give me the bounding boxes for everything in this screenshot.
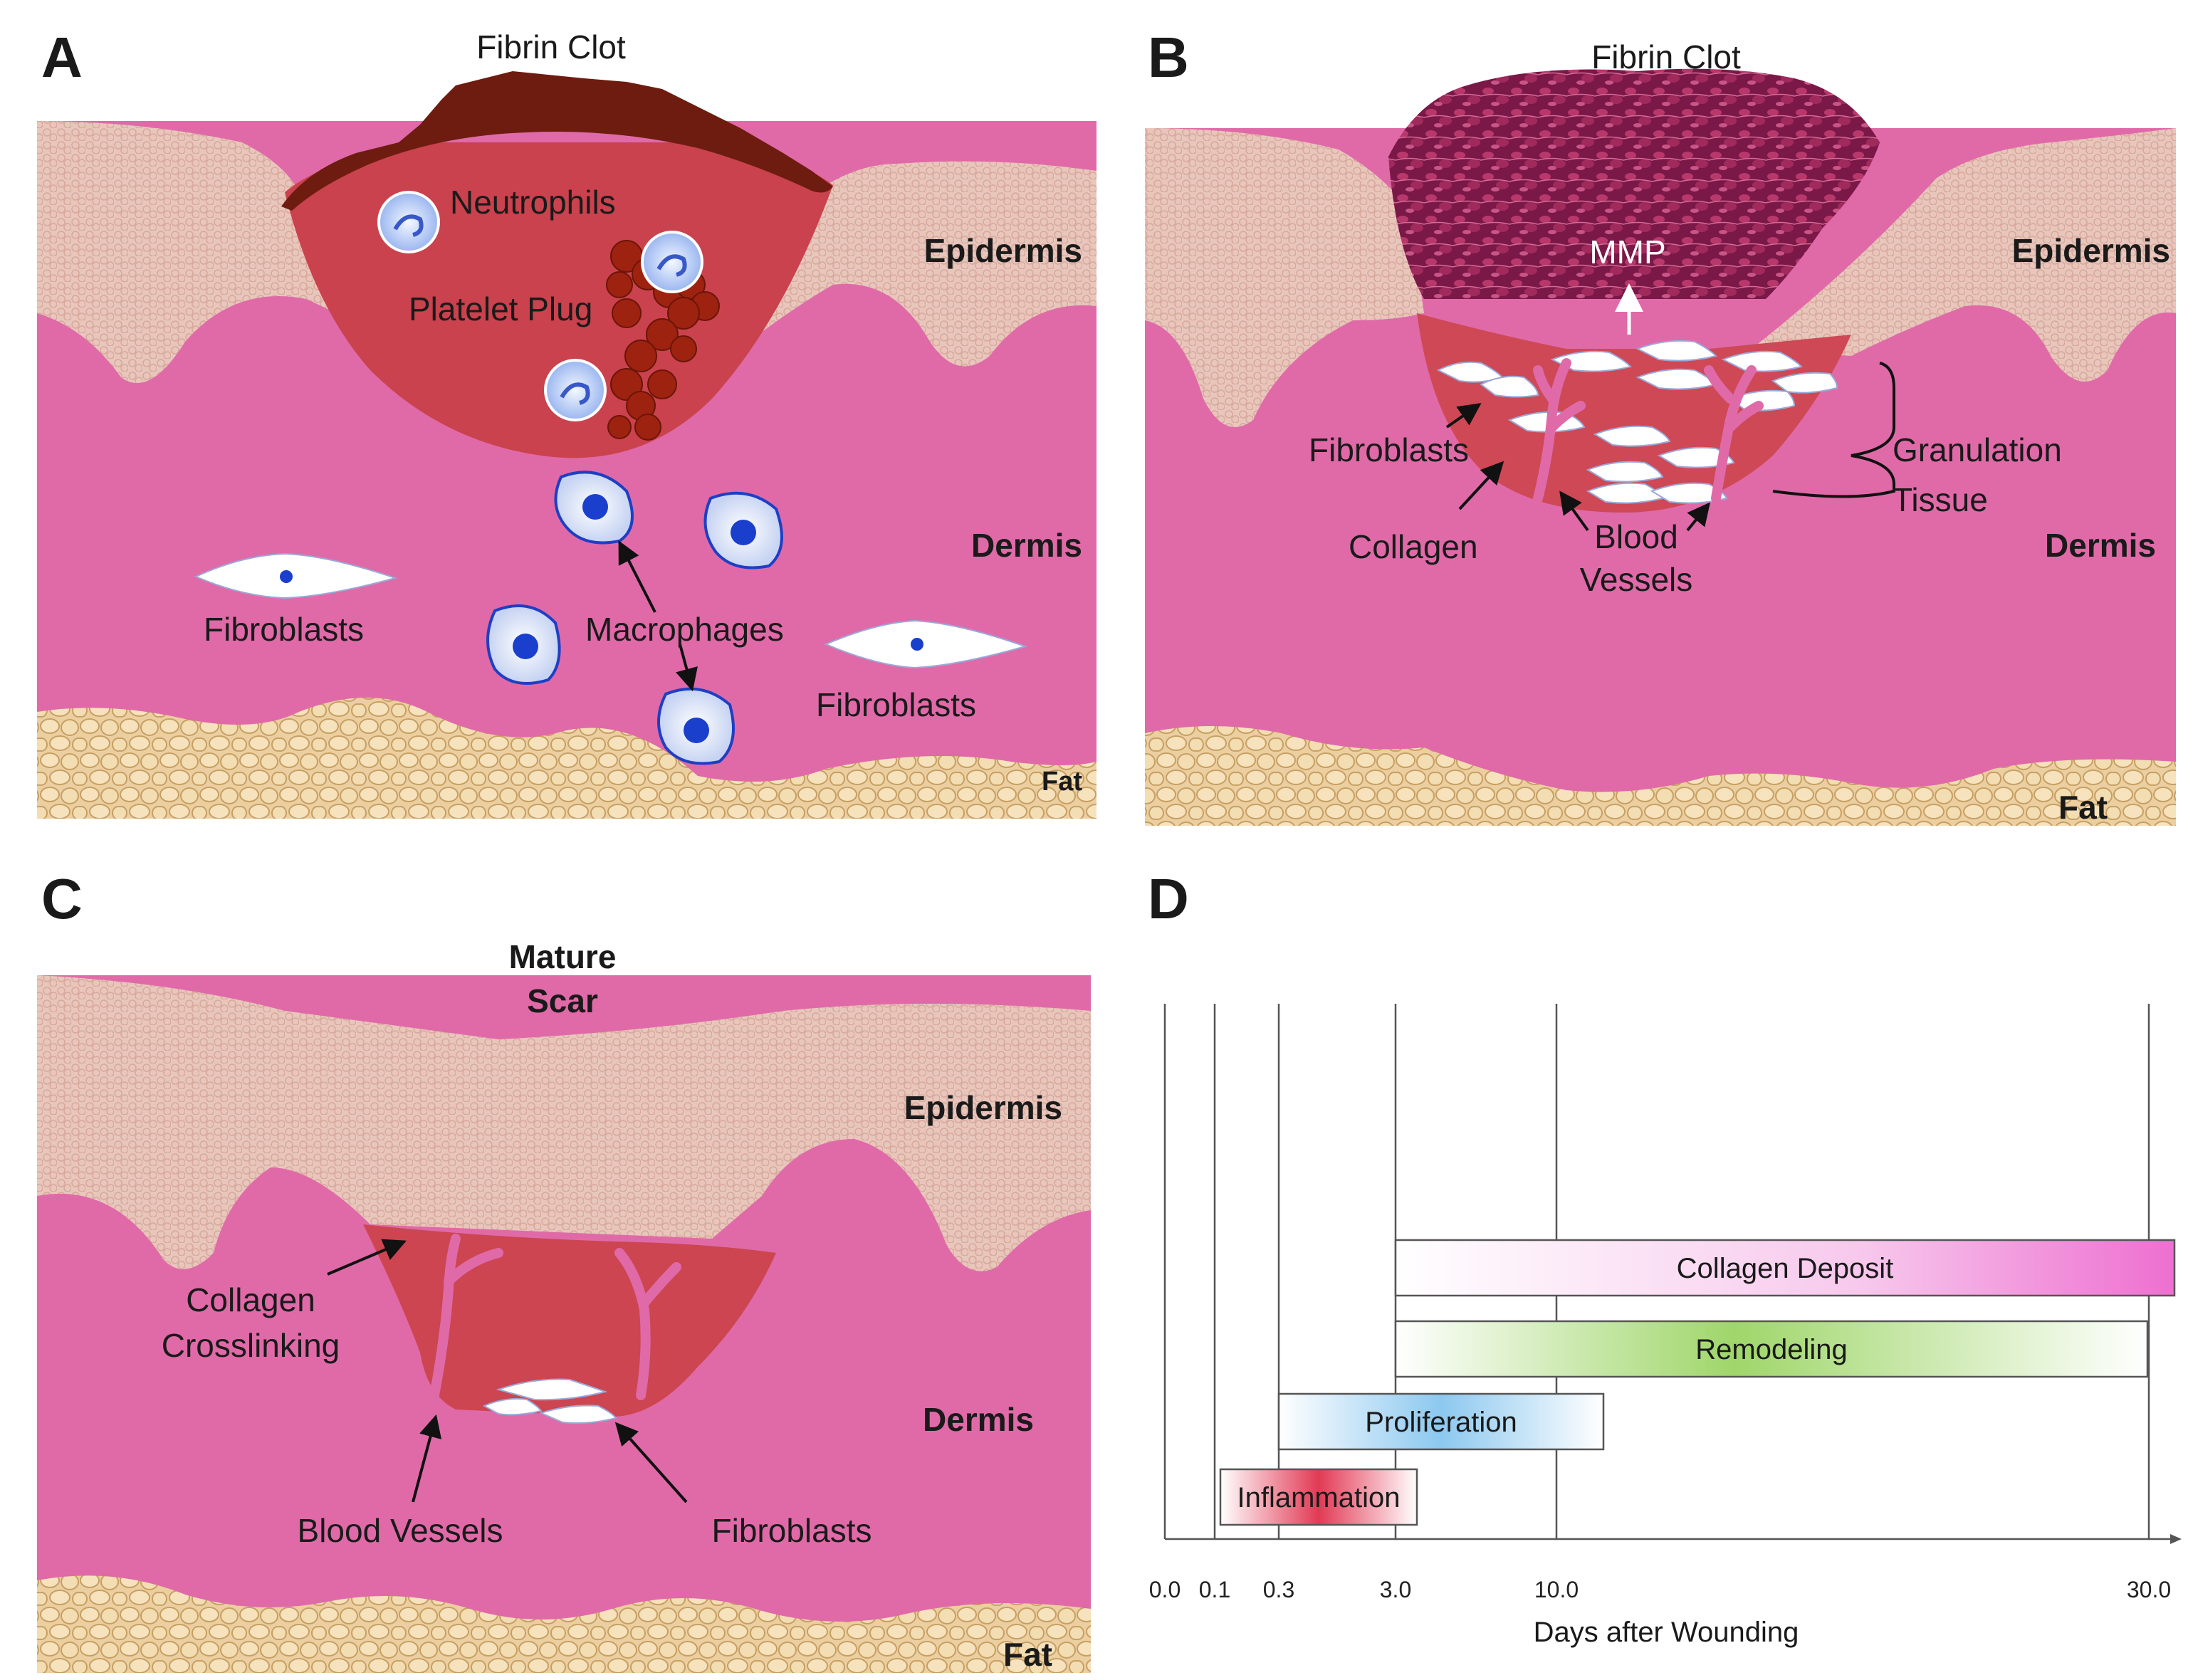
x-axis-arrowhead bbox=[2170, 1534, 2182, 1544]
x-tick-label: 0.0 bbox=[1149, 1577, 1181, 1602]
arrow bbox=[614, 1422, 688, 1503]
fibroblasts-label: Fibroblasts bbox=[712, 1512, 872, 1549]
macrophage-cell bbox=[486, 604, 561, 685]
blood-vessel bbox=[614, 1248, 681, 1400]
crosslinking-label: Crosslinking bbox=[162, 1327, 340, 1364]
arrow bbox=[412, 1414, 442, 1503]
panel-c: C Mature Scar Epidermis Collagen Crossli… bbox=[37, 867, 1091, 1673]
mmp-label: MMP bbox=[1589, 233, 1665, 271]
panel-b: B Fibrin Clot MMP Epidermis Fibroblasts … bbox=[1145, 26, 2176, 826]
collagen-label: Collagen bbox=[186, 1281, 315, 1318]
fibrin-clot bbox=[281, 71, 833, 211]
blood-label: Blood bbox=[1594, 518, 1678, 555]
macrophage-cell bbox=[703, 491, 783, 569]
arrow bbox=[327, 1239, 407, 1276]
granulation-label: Granulation bbox=[1893, 431, 2062, 468]
collagen-label: Collagen bbox=[1349, 528, 1478, 565]
phase-bar-proliferation bbox=[1277, 1392, 1605, 1451]
fat-layer bbox=[37, 698, 1096, 819]
mature-label: Mature bbox=[509, 938, 617, 975]
x-tick-label: 30.0 bbox=[2127, 1577, 2171, 1602]
phase-label-inflammation: Inflammation bbox=[1237, 1482, 1401, 1513]
phase-label-remodeling: Remodeling bbox=[1695, 1334, 1847, 1365]
blood-vessel bbox=[1533, 358, 1586, 503]
phase-bar-inflammation bbox=[1219, 1468, 1418, 1526]
fibroblast-cell bbox=[482, 1378, 617, 1424]
epidermis-label: Epidermis bbox=[904, 1089, 1062, 1126]
arrow bbox=[1445, 403, 1482, 429]
blood-vessels-label: Blood Vessels bbox=[298, 1512, 503, 1549]
fibrin-clot bbox=[1388, 68, 1880, 300]
wound-healing-timeline-chart: 0.0 0.1 0.3 3.0 10.0 30.0 Collagen DepositRemo… bbox=[1149, 1004, 2182, 1602]
arrow bbox=[1686, 502, 1711, 532]
granulation-bracket bbox=[1772, 362, 1895, 498]
fibrin-clot-label: Fibrin Clot bbox=[1591, 38, 1741, 75]
scar-label: Scar bbox=[527, 982, 598, 1019]
tissue-label: Tissue bbox=[1893, 481, 1988, 518]
phase-label-collagen-deposit: Collagen Deposit bbox=[1677, 1253, 1894, 1284]
neutrophil-cell bbox=[544, 359, 607, 421]
fat-label: Fat bbox=[1042, 767, 1082, 797]
dermis-label: Dermis bbox=[2045, 527, 2156, 564]
fat-layer bbox=[37, 1575, 1091, 1673]
blood-vessel bbox=[1704, 365, 1764, 503]
dermis-label: Dermis bbox=[923, 1401, 1034, 1438]
x-tick-label: 3.0 bbox=[1380, 1577, 1411, 1602]
neutrophils-label: Neutrophils bbox=[450, 184, 616, 221]
epidermis-layer bbox=[1145, 128, 1424, 427]
phase-label-proliferation: Proliferation bbox=[1365, 1407, 1517, 1438]
platelet-plug-label: Platelet Plug bbox=[409, 290, 592, 327]
fibroblast-cell bbox=[824, 619, 1028, 669]
macrophage-cell bbox=[657, 687, 735, 765]
fibroblasts-label: Fibroblasts bbox=[816, 686, 976, 723]
panel-a: A Fibrin Clot Neutrophils Platelet Plug … bbox=[37, 26, 1096, 819]
panel-letter: C bbox=[41, 867, 83, 930]
arrow bbox=[1559, 490, 1589, 532]
epidermis-layer bbox=[1752, 128, 2176, 382]
vessels-label: Vessels bbox=[1580, 561, 1693, 598]
blood-vessel bbox=[429, 1234, 503, 1400]
panel-d: D 0.0 0.1 0.3 3.0 10.0 30.0 Collagen DepositRe… bbox=[1148, 867, 2182, 1648]
neutrophil-cell bbox=[641, 231, 703, 293]
panel-letter: D bbox=[1148, 867, 1189, 930]
fibroblasts-label: Fibroblasts bbox=[204, 611, 364, 648]
fibroblast-cell bbox=[194, 552, 398, 599]
neutrophil-cell bbox=[377, 191, 440, 253]
arrow bbox=[618, 540, 656, 613]
arrow bbox=[1458, 461, 1504, 510]
fibroblasts-label: Fibroblasts bbox=[1309, 431, 1469, 468]
x-tick-label: 10.0 bbox=[1534, 1577, 1579, 1602]
arrow bbox=[676, 644, 698, 692]
x-tick-label: 0.3 bbox=[1263, 1577, 1294, 1602]
x-tick-label: 0.1 bbox=[1199, 1577, 1230, 1602]
panel-letter: A bbox=[41, 26, 83, 89]
fibrin-clot-label: Fibrin Clot bbox=[476, 28, 626, 65]
epidermis-label: Epidermis bbox=[924, 232, 1082, 269]
epidermis-label: Epidermis bbox=[2012, 232, 2170, 269]
panel-letter: B bbox=[1148, 26, 1189, 89]
dermis-label: Dermis bbox=[971, 527, 1082, 564]
phase-bar-collagen-deposit bbox=[1394, 1239, 2176, 1297]
macrophages-label: Macrophages bbox=[585, 611, 784, 648]
epidermis-layer bbox=[37, 975, 1091, 1271]
x-axis-label: Days after Wounding bbox=[1534, 1617, 1799, 1648]
phase-bar-remodeling bbox=[1394, 1320, 2149, 1378]
fat-label: Fat bbox=[1003, 1636, 1052, 1673]
fat-layer bbox=[1145, 726, 2176, 826]
fat-label: Fat bbox=[2058, 789, 2108, 826]
macrophage-cell bbox=[554, 471, 634, 545]
